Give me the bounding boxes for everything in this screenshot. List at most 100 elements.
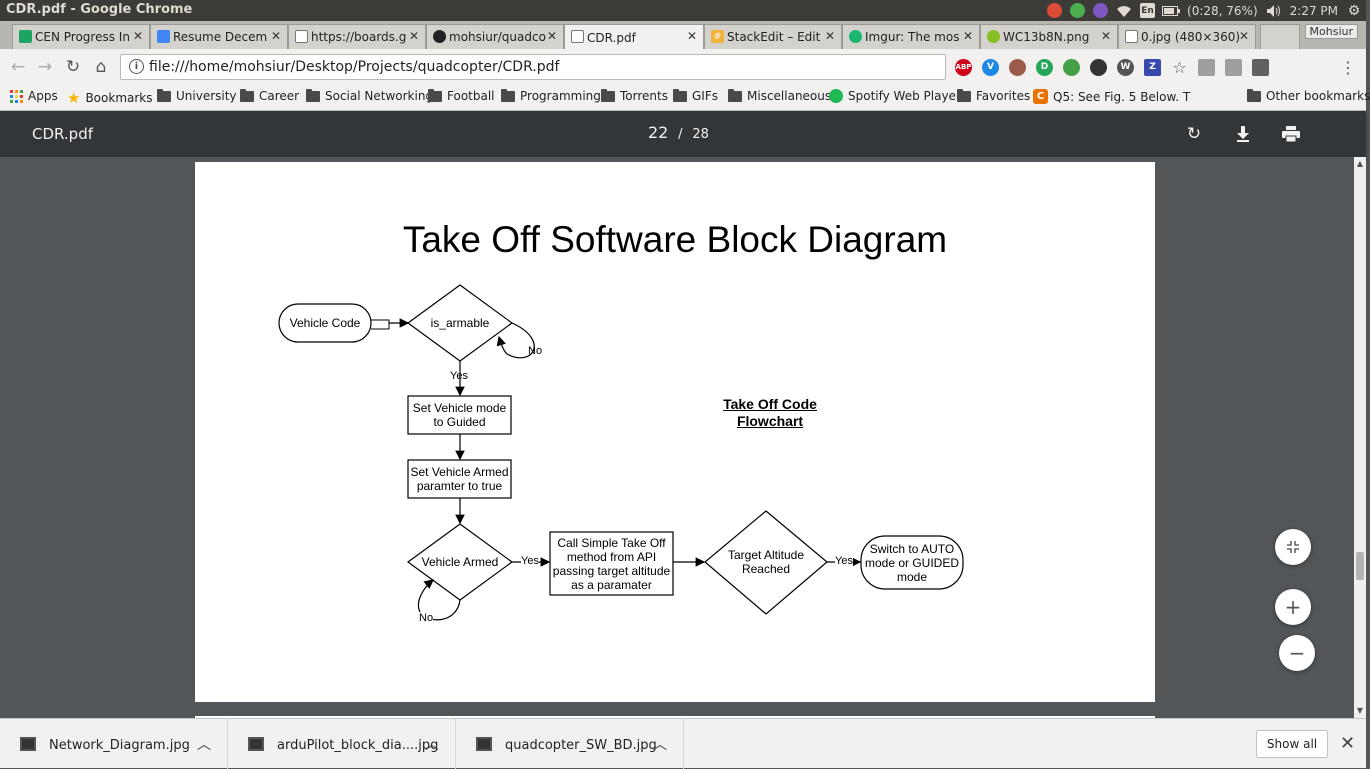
vehicle-code-node (278, 303, 372, 343)
viber-tray-icon[interactable] (1093, 3, 1109, 18)
bookmark-folder-programming[interactable]: Programming (501, 88, 601, 103)
zoom-in-button[interactable]: + (1275, 589, 1311, 625)
bookmark-folder-torrents[interactable]: Torrents (601, 88, 668, 103)
reload-button[interactable]: ↻ (65, 57, 81, 77)
chevron-up-icon[interactable]: ︿ (197, 737, 211, 753)
clipboard-icon[interactable] (1252, 58, 1269, 76)
bookmark-label: Career (259, 89, 300, 103)
menu-icon[interactable]: ⋮ (1340, 58, 1356, 77)
wifi-icon[interactable] (1116, 3, 1132, 19)
close-icon[interactable]: ✕ (408, 29, 419, 43)
download-item[interactable]: arduPilot_block_dia....jpg ︿ (228, 719, 456, 769)
page-icon (295, 30, 308, 43)
settings-gear-icon[interactable]: ⚙ (1347, 2, 1361, 19)
close-icon[interactable]: ✕ (1340, 733, 1356, 754)
keyboard-layout-icon[interactable]: En (1140, 3, 1156, 18)
bookmark-folder-favorites[interactable]: Favorites (957, 88, 1030, 103)
bookmark-folder-career[interactable]: Career (240, 88, 300, 103)
clock[interactable]: 2:27 PM (1289, 3, 1338, 18)
volume-icon[interactable] (1266, 3, 1282, 19)
bookmark-folder-football[interactable]: Football (428, 88, 495, 103)
flowchart-caption-line: Flowchart (736, 413, 804, 429)
back-button[interactable]: ← (10, 57, 26, 77)
bookmark-label: Miscellaneous (747, 89, 832, 103)
download-item[interactable]: Network_Diagram.jpg ︿ (0, 719, 228, 769)
show-all-button[interactable]: Show all (1256, 730, 1328, 758)
bookmark-apps[interactable]: Apps (10, 89, 58, 103)
rotate-icon[interactable]: ↻ (1186, 124, 1202, 144)
target-altitude-node (704, 510, 828, 615)
edge-label-yes: Yes (521, 555, 539, 567)
extensions-row: ABP V D W Z ☆ (955, 57, 1269, 77)
close-icon[interactable]: ✕ (132, 29, 143, 43)
close-icon[interactable]: ✕ (824, 29, 835, 43)
tab-cen-progress[interactable]: CEN Progress In ✕ (12, 24, 150, 49)
dsl-icon[interactable] (1225, 58, 1242, 76)
close-icon[interactable]: ✕ (962, 29, 973, 43)
close-icon[interactable]: ✕ (686, 29, 697, 43)
imgur-icon (849, 30, 862, 43)
download-filename: arduPilot_block_dia....jpg (277, 738, 439, 753)
tab-0-jpg[interactable]: 0.jpg (480×360) ✕ (1118, 24, 1256, 49)
bookmark-label: Bookmarks (85, 91, 153, 105)
wordpress-icon[interactable]: W (1117, 58, 1134, 76)
address-url[interactable]: file:///home/mohsiur/Desktop/Projects/qu… (149, 59, 560, 75)
adblock-plus-icon[interactable]: ABP (955, 58, 972, 76)
page-separator: / (678, 127, 683, 142)
dashlane-icon[interactable]: D (1036, 58, 1053, 76)
close-icon[interactable]: ✕ (1100, 29, 1111, 43)
tab-github[interactable]: mohsiur/quadco ✕ (426, 24, 564, 49)
vertical-scrollbar[interactable]: ▲ ▼ (1354, 157, 1366, 718)
home-button[interactable]: ⌂ (95, 57, 107, 77)
scroll-down-icon[interactable]: ▼ (1356, 706, 1364, 715)
vpn-shield-icon[interactable]: V (982, 58, 999, 76)
download-filename: Network_Diagram.jpg (49, 738, 190, 753)
bookmark-chegg[interactable]: C Q5: See Fig. 5 Below. T (1033, 89, 1190, 104)
star-icon[interactable]: ☆ (1172, 57, 1187, 77)
bookmark-folder-social[interactable]: Social Networking (306, 88, 433, 103)
close-icon[interactable]: ✕ (546, 29, 557, 43)
tab-stackedit[interactable]: # StackEdit – Edit ✕ (704, 24, 842, 49)
cookie-icon[interactable] (1009, 58, 1026, 76)
tab-resume[interactable]: Resume Decem ✕ (150, 24, 288, 49)
download-icon[interactable] (1232, 123, 1254, 145)
folder-icon (957, 88, 971, 102)
tab-wc13b8n[interactable]: WC13b8N.png ✕ (980, 24, 1118, 49)
fit-page-button[interactable] (1275, 529, 1311, 565)
pdf-viewport[interactable]: Take Off Software Block Diagram (0, 157, 1366, 736)
bookmark-folder-gifs[interactable]: GIFs (673, 88, 718, 103)
print-icon[interactable] (1280, 123, 1302, 145)
pen-icon[interactable] (1198, 58, 1215, 76)
chevron-up-icon[interactable]: ︿ (425, 737, 439, 753)
bookmark-spotify[interactable]: Spotify Web Player (829, 89, 961, 103)
bookmark-folder-misc[interactable]: Miscellaneous (728, 88, 832, 103)
page-number-input[interactable]: 22 (648, 123, 669, 142)
close-icon[interactable]: ✕ (270, 29, 281, 43)
profile-button[interactable]: Mohsiur (1304, 24, 1358, 39)
tab-imgur[interactable]: Imgur: The mos ✕ (842, 24, 980, 49)
tab-boards[interactable]: https://boards.g ✕ (288, 24, 426, 49)
forward-button[interactable]: → (37, 57, 53, 77)
hangouts-tray-icon[interactable] (1070, 3, 1086, 18)
battery-icon[interactable] (1162, 3, 1181, 19)
zotero-icon[interactable]: Z (1144, 58, 1161, 76)
bookmark-folder-university[interactable]: University (157, 88, 237, 103)
bookmark-other[interactable]: Other bookmarks (1247, 88, 1370, 103)
fit-page-icon (1287, 541, 1299, 553)
zoom-out-button[interactable]: − (1279, 635, 1315, 671)
bookmark-label: Programming (520, 89, 601, 103)
chrome-tray-icon[interactable] (1047, 3, 1063, 18)
chevron-up-icon[interactable]: ︿ (653, 737, 667, 753)
leaf-icon[interactable] (1063, 58, 1080, 76)
address-bar[interactable]: i file:///home/mohsiur/Desktop/Projects/… (120, 54, 946, 80)
tab-cdr-pdf[interactable]: CDR.pdf ✕ (564, 24, 704, 50)
close-icon[interactable]: ✕ (1238, 29, 1249, 43)
circle-dark-icon[interactable] (1090, 58, 1107, 76)
image-file-icon (248, 737, 264, 751)
download-item[interactable]: quadcopter_SW_BD.jpg ︿ (456, 719, 684, 769)
scroll-up-icon[interactable]: ▲ (1356, 159, 1364, 168)
bookmark-bookmarks[interactable]: ★ Bookmarks (67, 89, 153, 107)
info-icon[interactable]: i (129, 59, 144, 74)
scroll-thumb[interactable] (1356, 552, 1364, 580)
new-tab-button[interactable] (1260, 24, 1300, 49)
